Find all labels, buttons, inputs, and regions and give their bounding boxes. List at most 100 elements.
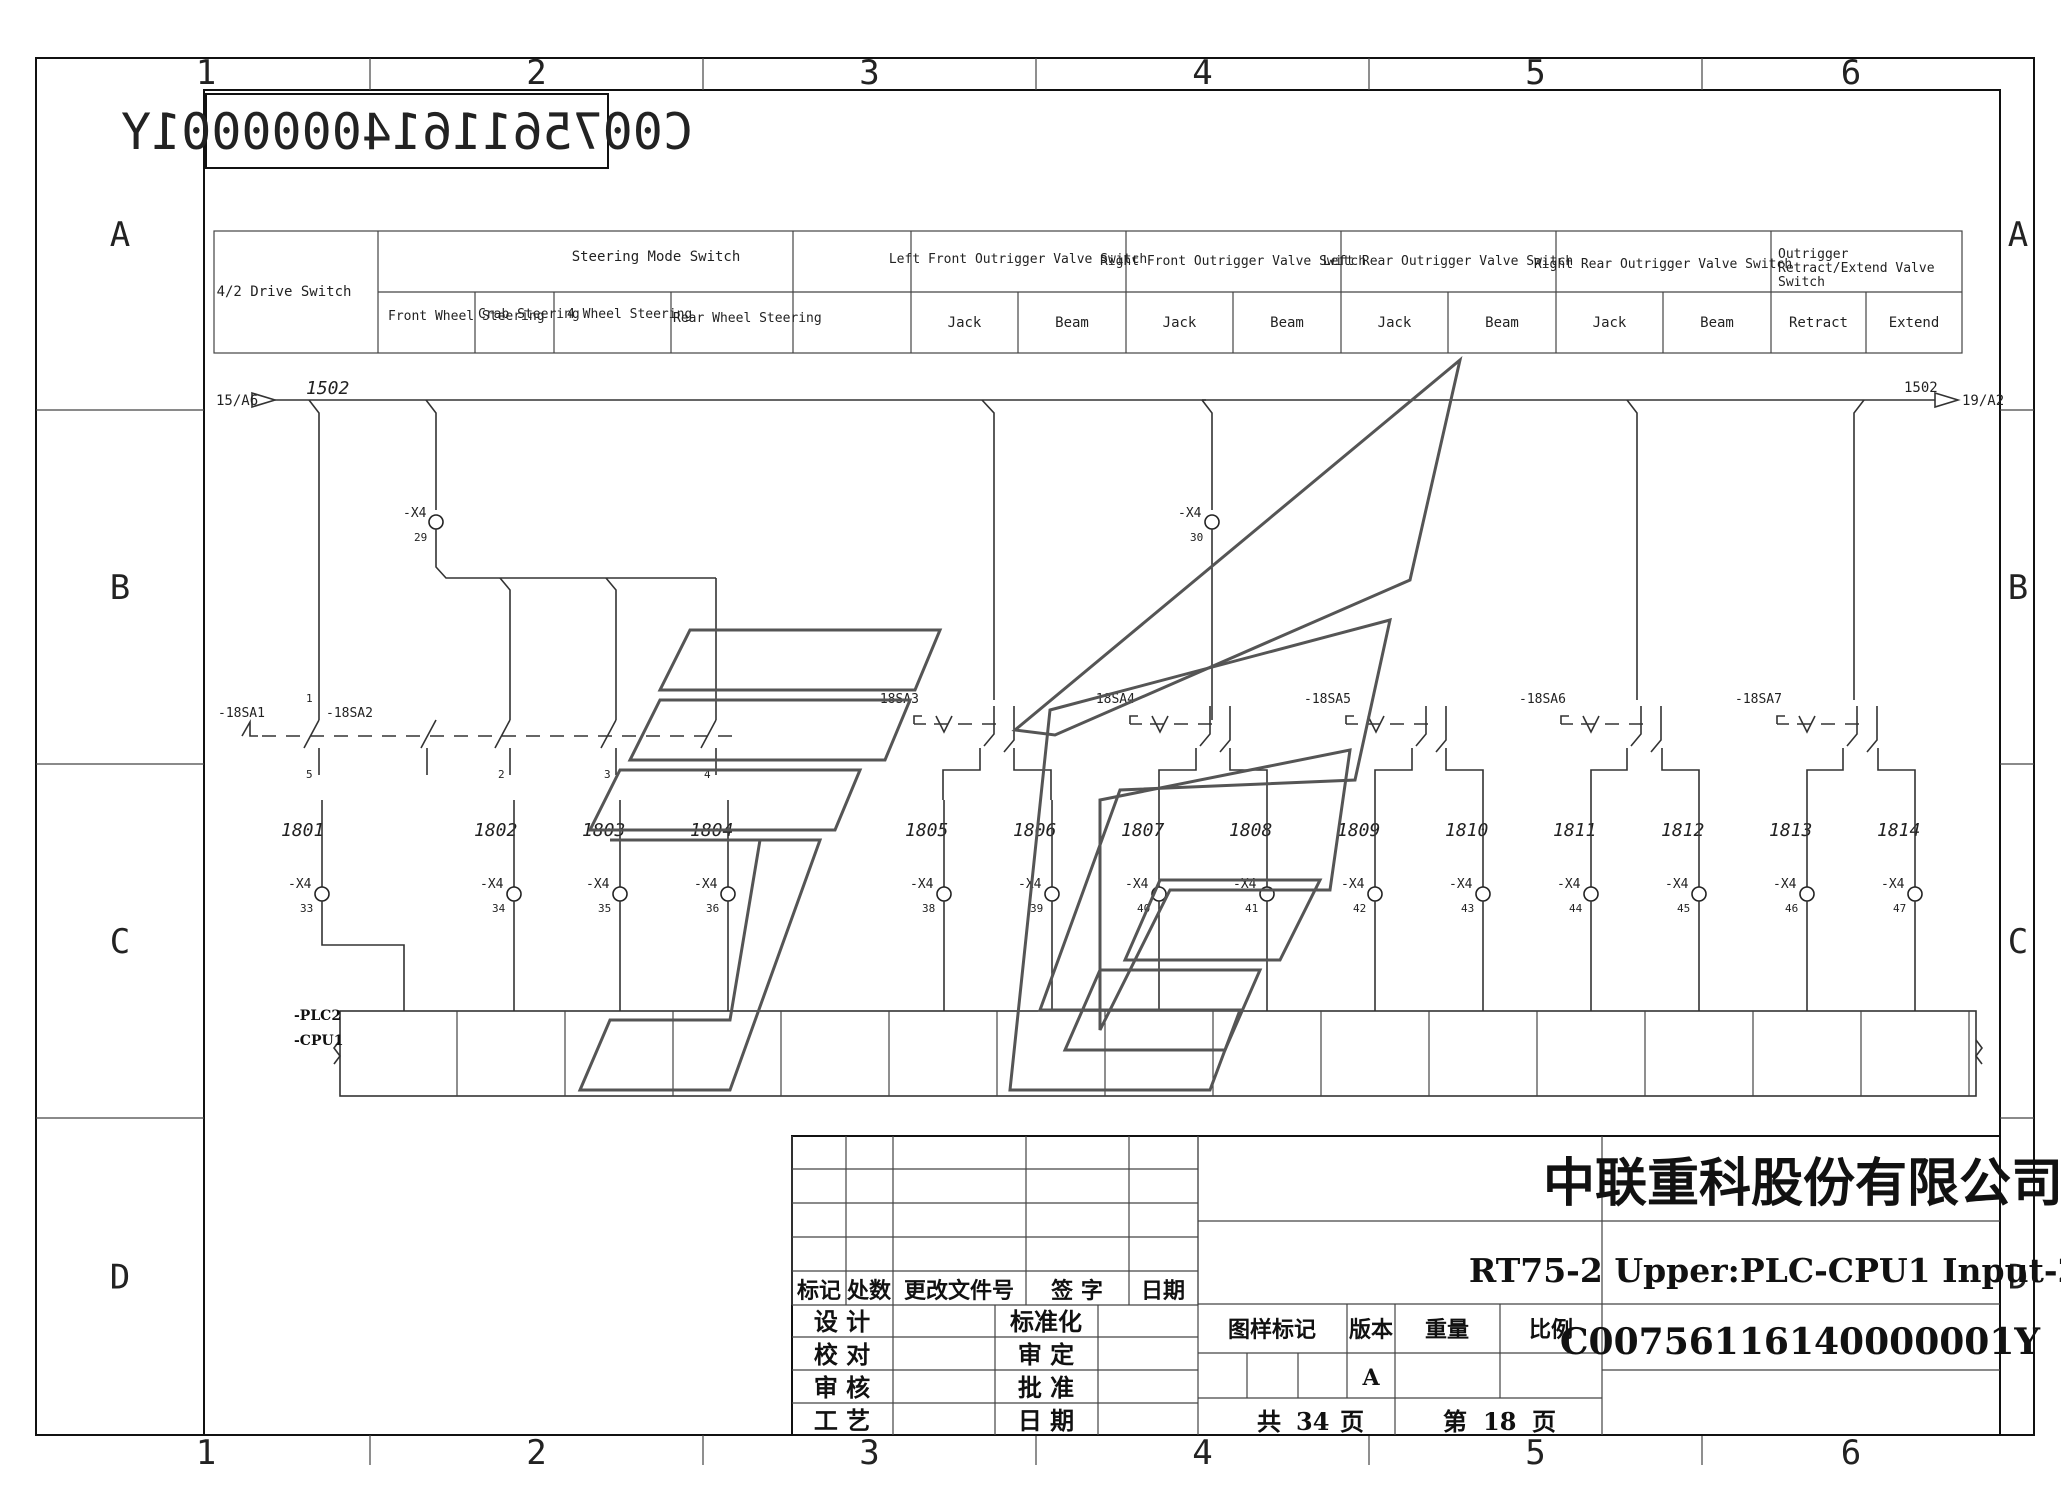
switch-handle: [1776, 715, 1789, 725]
switch-label: -18SA7: [1735, 692, 1782, 707]
role-left: 设 计: [814, 1307, 870, 1336]
switch-detent: [1798, 715, 1816, 734]
grid-col-label-bottom: 6: [1841, 1433, 1861, 1473]
terminal-name: -X4: [1125, 877, 1149, 892]
wire-label: 1801: [281, 820, 324, 841]
drawing-number: C00756116140000001Y: [1560, 1321, 2041, 1363]
rev-header: 日期: [1141, 1278, 1185, 1304]
terminal-x4: [1583, 886, 1599, 902]
terminal-x4: [720, 886, 736, 902]
switch-detent: [935, 715, 953, 734]
switch-wire: [1158, 748, 1197, 800]
wire-label: 1810: [1445, 820, 1488, 841]
wire-label: 1805: [905, 820, 948, 841]
grid-row-label-left: B: [110, 568, 130, 608]
switch-wire: [1661, 748, 1700, 800]
switch-table: [213, 230, 1963, 354]
contact-num-4: 4: [704, 768, 711, 781]
terminal-x4: [1367, 886, 1383, 902]
watermark-logo: [577, 356, 1463, 1092]
plc-drop: [321, 901, 405, 1011]
grid-col-label-top: 6: [1841, 53, 1861, 93]
terminal-name: -X4: [1773, 877, 1797, 892]
terminal-name: -X4: [1557, 877, 1581, 892]
grid-col-label-bottom: 1: [196, 1433, 216, 1473]
header-drive-switch: 4/2 Drive Switch: [217, 284, 352, 300]
header-front-wheel: Front Wheel Steering: [388, 309, 545, 324]
terminal-x4: [314, 886, 330, 902]
sub-header-jack: Jack: [1163, 315, 1197, 331]
switch-wire: [942, 748, 981, 800]
switch-handle: [1345, 715, 1358, 725]
header-right-rear: Right Rear Outrigger Valve Switch: [1534, 257, 1792, 272]
wire-label: 1813: [1769, 820, 1812, 841]
grid-col-label-top: 2: [526, 53, 546, 93]
sub-header-beam: Beam: [1485, 315, 1519, 331]
contact-num-2: 2: [498, 768, 505, 781]
grid-col-label-bottom: 3: [859, 1433, 879, 1473]
grid-col-label-top: 4: [1192, 53, 1212, 93]
version-value: A: [1361, 1365, 1380, 1391]
revision-grid: [791, 1136, 1199, 1435]
switch-contact: [1199, 706, 1211, 747]
switch-detent: [1151, 715, 1169, 734]
terminal-name: -X4: [586, 877, 610, 892]
bus-1502: [251, 391, 1961, 409]
terminal-num: 34: [492, 902, 506, 915]
switch-contact: [1435, 706, 1447, 753]
grid-row-label-right: B: [2008, 568, 2028, 608]
grid-row-label-right: A: [2008, 215, 2028, 255]
bus-wire-label-left: 1502: [306, 378, 349, 399]
plc-module: [333, 1010, 1983, 1097]
role-right: 批 准: [1018, 1373, 1074, 1402]
grid-col-label-top: 1: [196, 53, 216, 93]
terminal-name: -X4: [1881, 877, 1905, 892]
switch-handle: [1560, 715, 1573, 725]
terminal-num: 35: [598, 902, 611, 915]
terminal-name: -X4: [910, 877, 934, 892]
grid-col-label-bottom: 5: [1525, 1433, 1545, 1473]
terminal-x4: [1907, 886, 1923, 902]
header-left-rear: Left Rear Outrigger Valve Switch: [1323, 254, 1573, 269]
terminal-num: 44: [1569, 902, 1583, 915]
wire-label: 1812: [1661, 820, 1704, 841]
grid-dividers: [36, 58, 2034, 1465]
rev-header: 签 字: [1050, 1278, 1103, 1304]
grid-row-label-left: D: [110, 1258, 130, 1298]
terminal-x4: [936, 886, 952, 902]
sub-header-jack: Jack: [948, 315, 982, 331]
terminal-num: 43: [1461, 902, 1474, 915]
grid-col-label-top: 5: [1525, 53, 1545, 93]
terminal-name: -X4: [694, 877, 718, 892]
terminal-name: -X4: [1341, 877, 1365, 892]
terminal-x4-29-name: -X4: [403, 506, 427, 521]
terminal-num: 38: [922, 902, 935, 915]
grid-col-label-bottom: 4: [1192, 1433, 1212, 1473]
terminal-x4: [1044, 886, 1060, 902]
role-left: 审 核: [814, 1373, 870, 1402]
wire-label: 1811: [1553, 820, 1596, 841]
switch-handle: [1129, 715, 1142, 725]
switch-label: -18SA6: [1519, 692, 1566, 707]
terminal-x4-30-num: 30: [1190, 531, 1203, 544]
terminal-num: 41: [1245, 902, 1258, 915]
terminal-num: 42: [1353, 902, 1366, 915]
switch-wire: [1445, 748, 1484, 800]
terminal-x4-30-name: -X4: [1178, 506, 1202, 521]
mirrored-drawing-id: C00756116140000001Y: [121, 103, 693, 161]
sub-header-beam: Beam: [1700, 315, 1734, 331]
header-left-front: Left Front Outrigger Valve Switch: [889, 252, 1147, 267]
sub-header-beam: Beam: [1270, 315, 1304, 331]
switch-contact: [1415, 706, 1427, 747]
bus-wire-label-right: 1502: [1904, 380, 1938, 396]
header-outrigger-retract-extend-box: Outrigger Retract/Extend Valve Switch: [1778, 248, 1935, 288]
terminal-name: -X4: [1665, 877, 1689, 892]
switch-wire: [1877, 748, 1916, 800]
grid-col-label-bottom: 2: [526, 1433, 546, 1473]
sub-header-jack: Jack: [1593, 315, 1627, 331]
switch-wire: [1590, 748, 1628, 800]
contact-num-1: 1: [306, 692, 313, 705]
switch-detent: [1367, 715, 1385, 734]
